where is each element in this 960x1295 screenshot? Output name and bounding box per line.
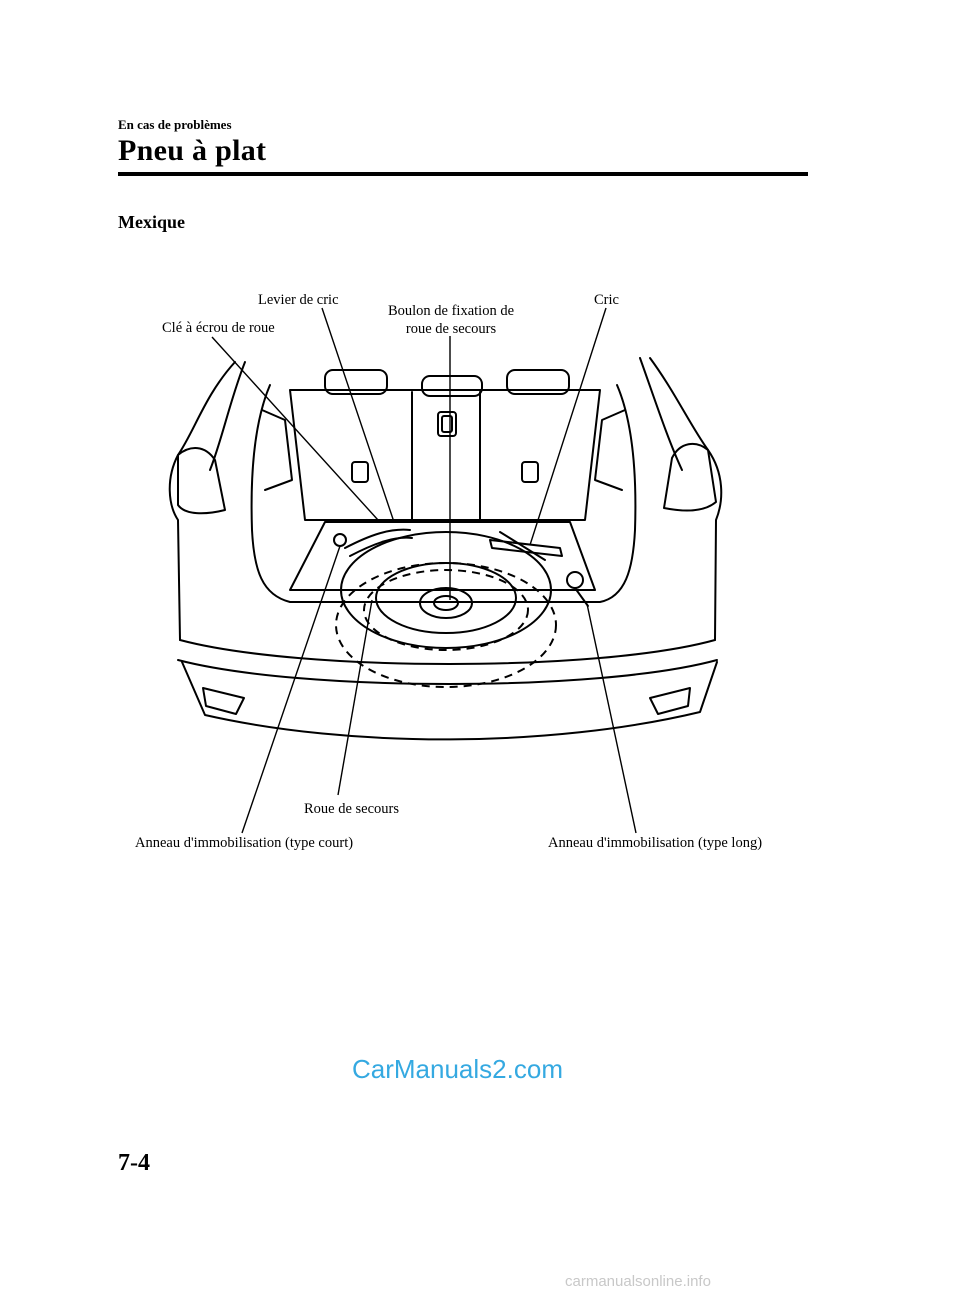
label-spare-bolt-line2: roue de secours	[405, 321, 497, 337]
label-tiedown-long: Anneau d'immobilisation (type long)	[548, 835, 763, 851]
leader-spare-tire	[337, 599, 373, 796]
title-rule	[118, 172, 808, 176]
page-number: 7-4	[118, 1150, 150, 1176]
label-spare-bolt: Boulon de fixation de roue de secours	[376, 302, 526, 338]
label-tiedown-short: Anneau d'immobilisation (type court)	[135, 835, 354, 851]
label-lug-wrench: Clé à écrou de roue	[162, 320, 275, 336]
leader-jack-lever	[321, 307, 395, 523]
section-header: En cas de problèmes	[118, 117, 232, 132]
label-jack-lever: Levier de cric	[258, 292, 339, 308]
leader-jack	[529, 307, 607, 546]
region-subheading: Mexique	[118, 212, 185, 232]
label-spare-tire: Roue de secours	[304, 801, 400, 817]
page-title: Pneu à plat	[118, 134, 267, 167]
watermark-secondary: carmanualsonline.info	[565, 1273, 711, 1290]
watermark-primary: CarManuals2.com	[352, 1054, 563, 1084]
leader-tiedown-long	[586, 603, 637, 834]
label-jack: Cric	[594, 292, 619, 308]
label-spare-bolt-line1: Boulon de fixation de	[387, 303, 515, 319]
leader-lug-wrench	[211, 336, 379, 521]
leader-tiedown-short	[241, 545, 341, 834]
